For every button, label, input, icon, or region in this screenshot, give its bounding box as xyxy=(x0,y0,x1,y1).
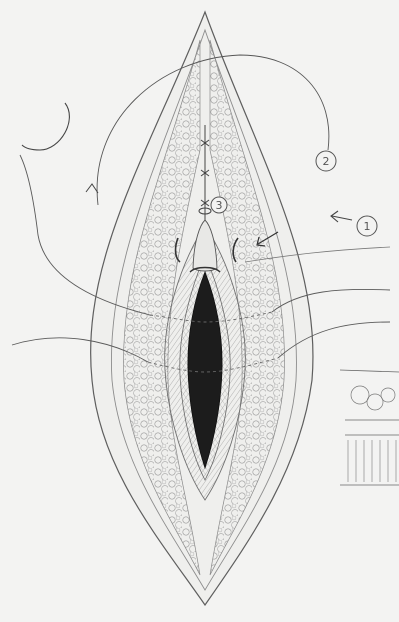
marker-3: 3 xyxy=(211,197,227,213)
marker-2: 2 xyxy=(316,151,336,171)
svg-text:2: 2 xyxy=(323,155,330,168)
marker-1: 1 xyxy=(357,216,377,236)
svg-text:1: 1 xyxy=(364,220,371,233)
svg-text:3: 3 xyxy=(216,199,223,212)
